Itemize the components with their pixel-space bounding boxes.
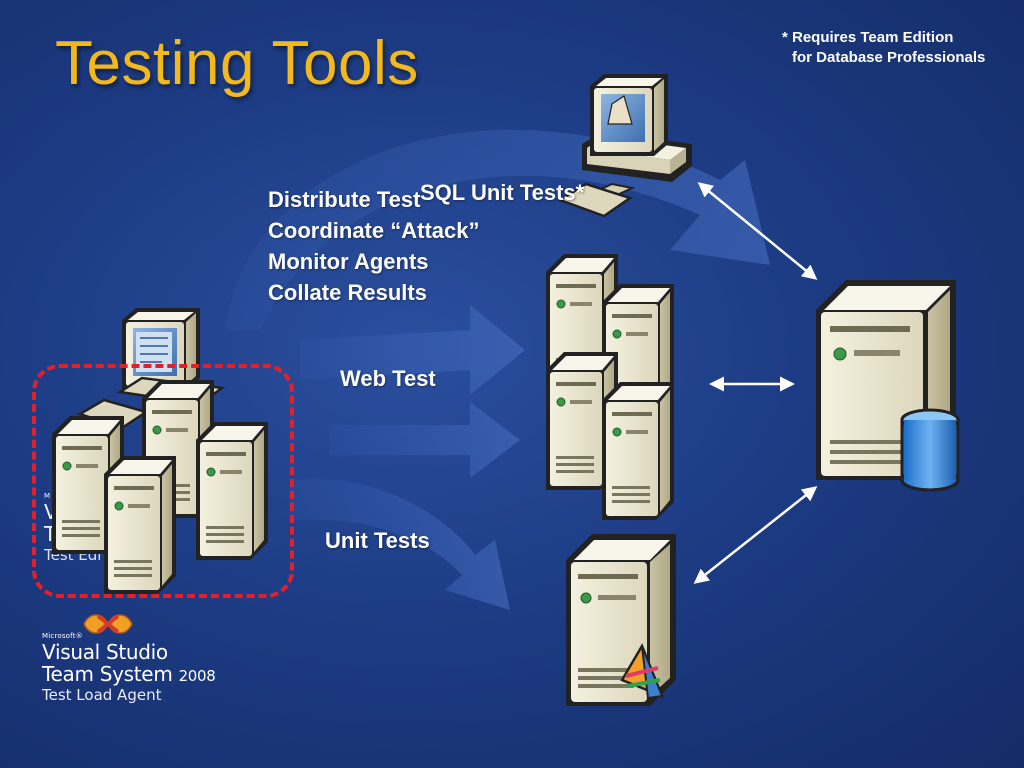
footnote-line-1: * Requires Team Edition xyxy=(782,29,954,46)
background-arrow-web xyxy=(300,305,525,395)
background-curve-arrow xyxy=(225,129,770,330)
brand-team-system: Team System 2008 xyxy=(42,662,216,686)
controller-tasks-list: Distribute Test Coordinate “Attack” Moni… xyxy=(268,184,479,308)
app-prism-icon xyxy=(620,643,665,700)
footnote-line-2: for Database Professionals xyxy=(792,49,986,66)
database-cylinder-icon xyxy=(900,408,960,492)
sql-unit-tests-label: SQL Unit Tests* xyxy=(420,180,585,205)
brand-microsoft: Microsoft® xyxy=(42,632,83,640)
page-title: Testing Tools xyxy=(55,29,419,98)
app-shape-icon xyxy=(607,95,633,125)
footnote: * Requires Team Edition for Database Pro… xyxy=(782,28,985,68)
background-arrow-unit xyxy=(290,478,510,610)
database-server-icon xyxy=(816,280,960,492)
task-distribute-test: Distribute Test xyxy=(268,187,421,212)
application-server-icon xyxy=(566,534,676,706)
task-monitor-agents: Monitor Agents xyxy=(268,249,429,274)
load-agent-selection-box xyxy=(32,364,294,598)
brand-edition: Test Load Agent xyxy=(42,686,162,704)
brand-logo: Microsoft® Visual Studio Team System 200… xyxy=(42,632,216,704)
partial-brand-microsoft: M xyxy=(44,492,51,500)
connector-app-to-db xyxy=(693,486,818,584)
task-coordinate-attack: Coordinate “Attack” xyxy=(268,218,480,243)
keyboard-icon xyxy=(557,182,633,218)
task-collate-results: Collate Results xyxy=(268,280,427,305)
background-arrow-middle xyxy=(330,402,520,478)
web-test-label: Web Test xyxy=(340,366,436,391)
unit-tests-label: Unit Tests xyxy=(325,528,430,553)
brand-visual-studio: Visual Studio xyxy=(42,640,168,664)
connector-sql-to-db xyxy=(697,182,818,280)
